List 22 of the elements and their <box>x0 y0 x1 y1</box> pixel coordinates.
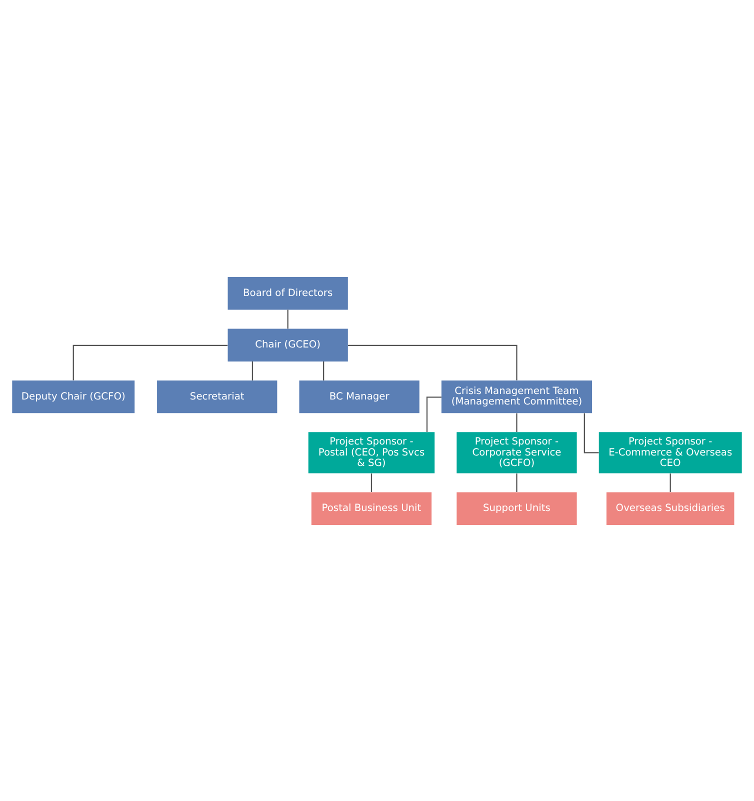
node-box: Postal Business Unit <box>311 492 432 524</box>
node-box: Board of Directors <box>228 276 348 310</box>
node-box: Crisis Management Team (Management Committee) <box>441 380 592 413</box>
node-box: Overseas Subsidiaries <box>606 492 734 524</box>
node-box: Project Sponsor - Corporate Service (GCFO) <box>456 432 577 473</box>
node-box: Support Units <box>456 492 577 524</box>
connector <box>348 344 518 380</box>
node-box: Secretariat <box>157 380 278 413</box>
connector <box>252 360 254 380</box>
node-box: BC Manager <box>299 380 420 413</box>
node-box: Project Sponsor - E-Commerce & Overseas CEO <box>598 432 742 473</box>
connector <box>72 344 228 380</box>
connector <box>370 473 372 492</box>
connector <box>516 412 518 432</box>
connector <box>287 309 288 328</box>
connector <box>670 473 671 492</box>
node-box: Project Sponsor - Postal (CEO, Pos Svcs & SG) <box>308 432 435 473</box>
connector <box>323 360 324 380</box>
connector <box>516 473 518 492</box>
connector <box>426 396 442 432</box>
node-box: Chair (GCEO) <box>228 328 348 361</box>
node-box: Deputy Chair (GCFO) <box>12 380 135 413</box>
